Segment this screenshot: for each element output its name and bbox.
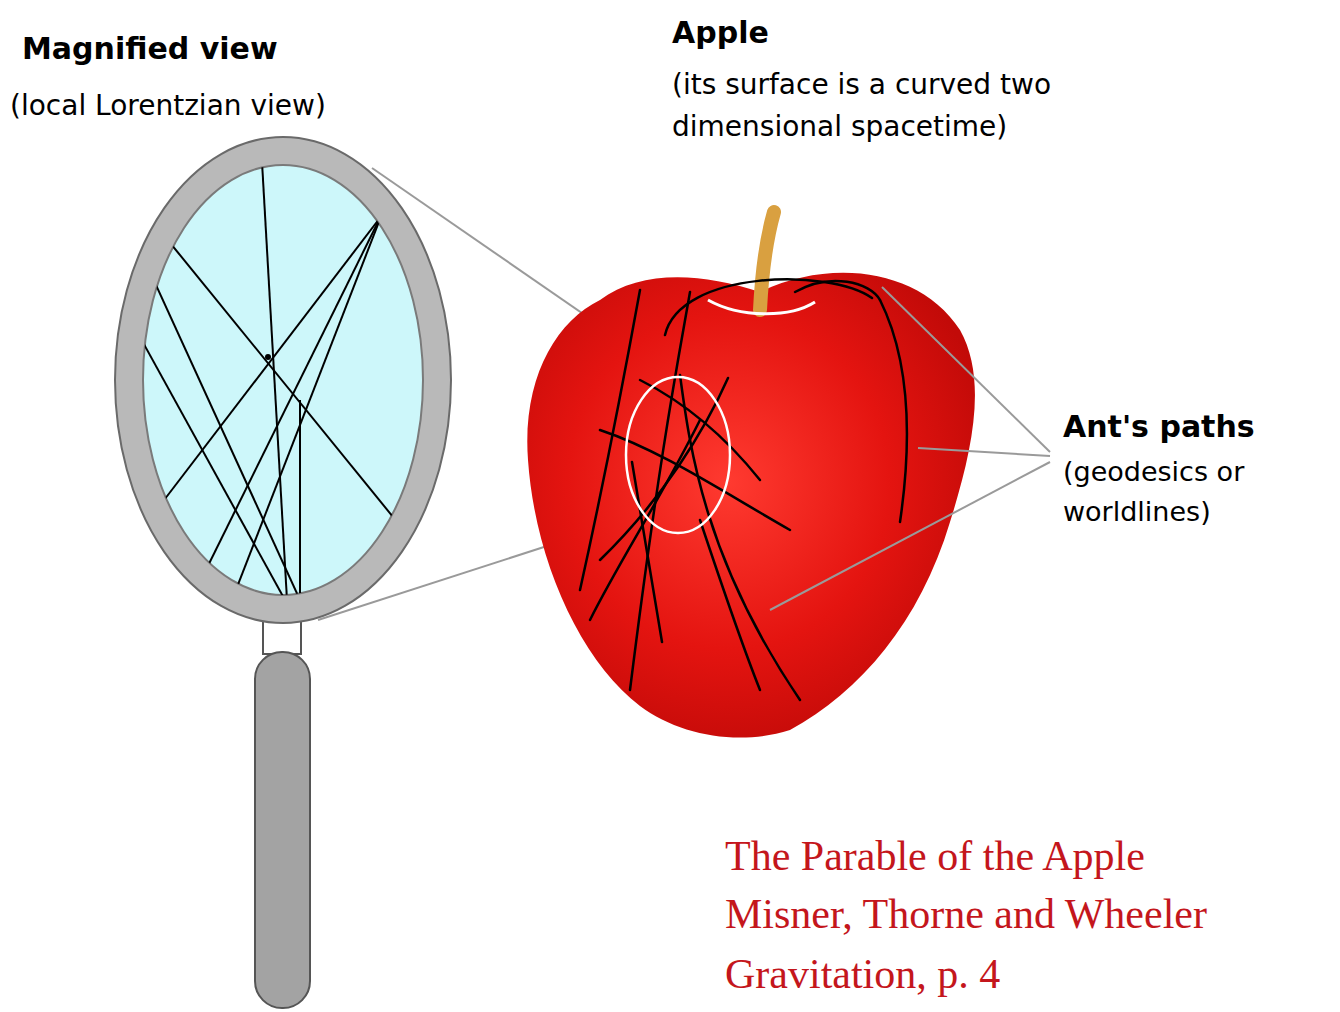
caption-line: The Parable of the Apple xyxy=(725,830,1145,883)
stem-hollow xyxy=(708,300,815,314)
magnifier-handle xyxy=(255,652,310,1008)
heading-label: Magnified view xyxy=(22,30,278,68)
local-worldlines xyxy=(124,162,402,600)
apple-stem xyxy=(760,212,774,310)
apple-body xyxy=(527,273,975,738)
subheading-label: (local Lorentzian view) xyxy=(10,88,326,123)
heading-label: Ant's paths xyxy=(1063,408,1255,446)
ant-paths xyxy=(580,279,907,700)
subheading-label: (geodesics or worldlines) xyxy=(1063,452,1333,532)
magnified-region xyxy=(626,377,730,533)
caption-line: Gravitation, p. 4 xyxy=(725,948,1000,1001)
subheading-label: (its surface is a curved two dimensional… xyxy=(672,64,1172,148)
ant-leader-lines xyxy=(770,287,1050,610)
magnifier-rim xyxy=(115,137,451,623)
event-dot xyxy=(265,354,271,360)
heading-label: Apple xyxy=(672,14,769,52)
caption-line: Misner, Thorne and Wheeler xyxy=(725,888,1207,941)
